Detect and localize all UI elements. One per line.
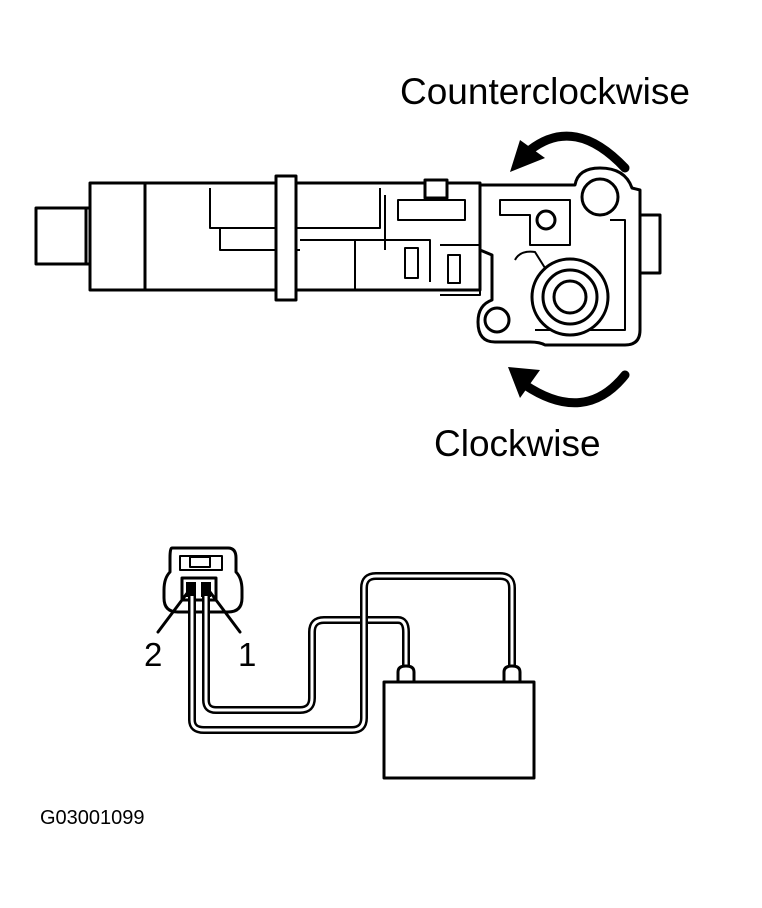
battery-case (382, 680, 536, 780)
clockwise-label: Clockwise (434, 423, 601, 464)
motor-clamp-band (274, 174, 298, 302)
battery-terminal-negative (502, 664, 522, 684)
gear-housing (440, 166, 642, 347)
counterclockwise-label: Counterclockwise (400, 71, 690, 112)
counterclockwise-arrow-icon (510, 131, 630, 173)
upper-mount-hole (580, 177, 620, 217)
battery (382, 664, 536, 780)
terminal-1-leader (208, 590, 242, 634)
clockwise-arrow-icon (508, 367, 630, 408)
motor-shaft-stub (34, 206, 93, 266)
terminal-2-pin (186, 582, 196, 597)
figure-code: G03001099 (40, 807, 145, 829)
terminal-2-label: 2 (144, 636, 163, 673)
terminal-1-pin (201, 582, 211, 597)
lower-mount-hole (483, 306, 511, 334)
battery-terminal-positive (396, 664, 416, 684)
terminal-1-label: 1 (238, 636, 257, 673)
terminal-2-leader (156, 590, 190, 634)
wire-terminal-1 (202, 596, 410, 714)
